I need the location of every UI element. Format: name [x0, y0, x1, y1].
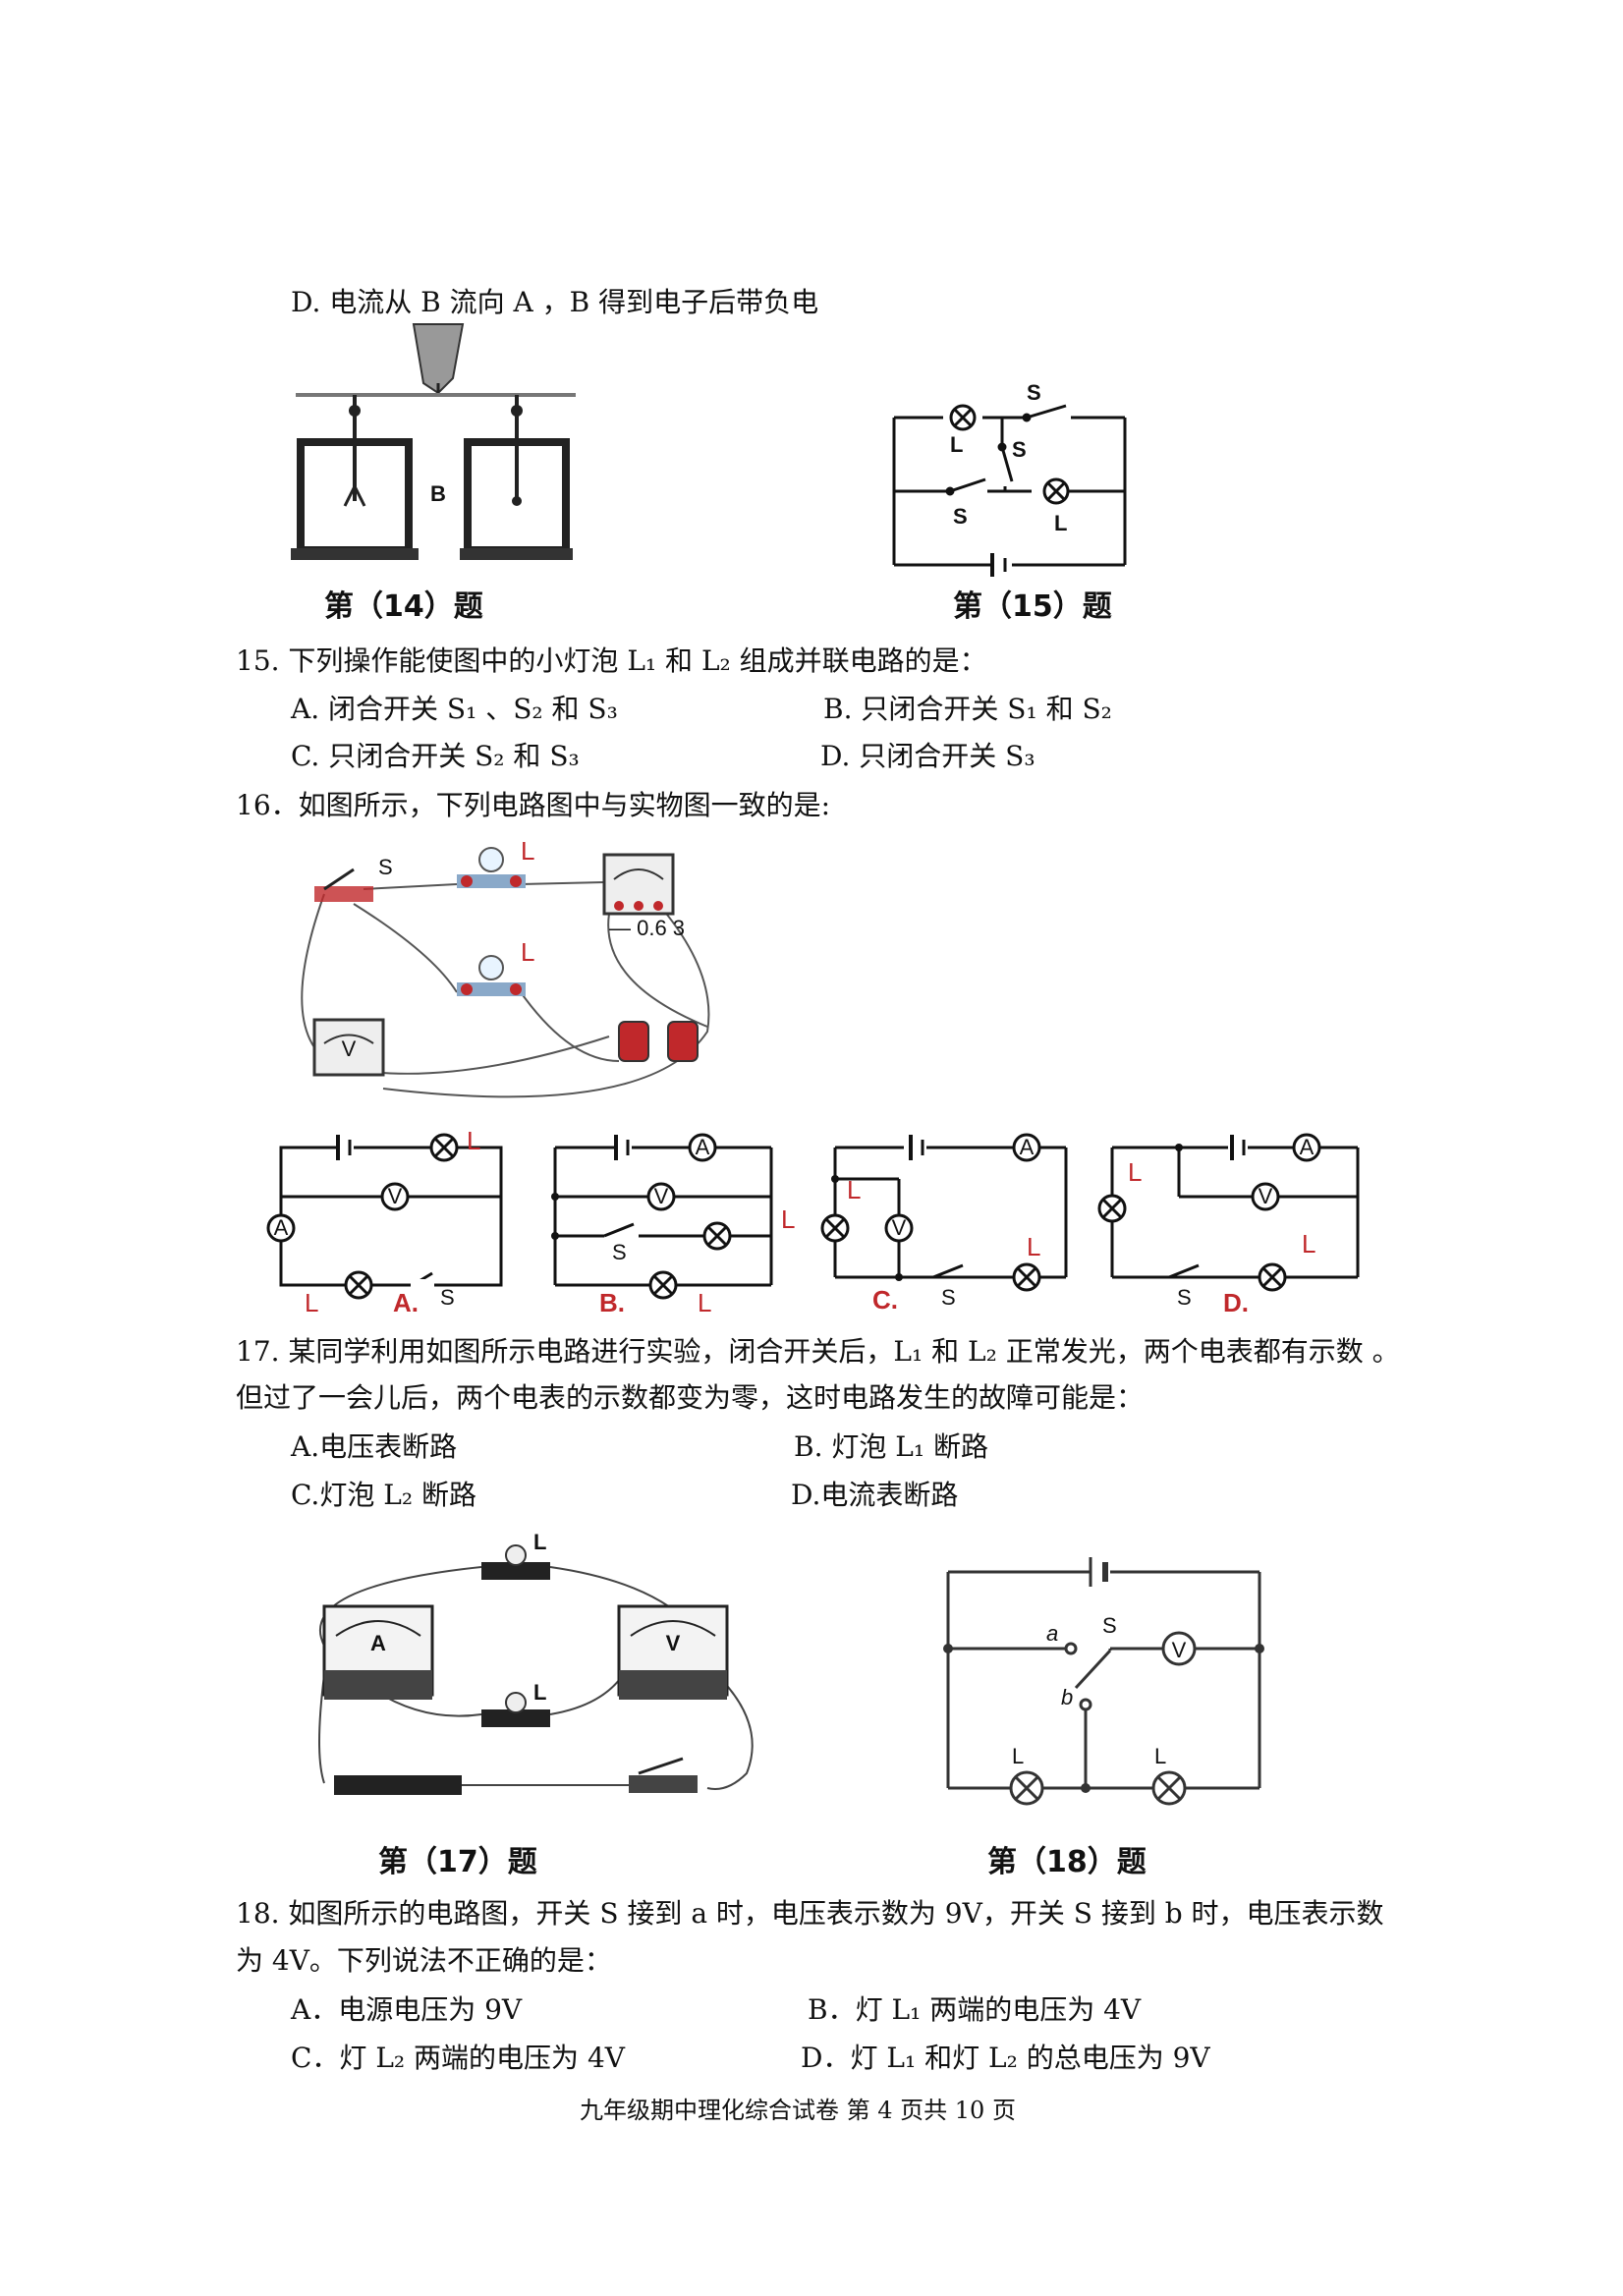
q18-stem-line1: 18. 如图所示的电路图，开关 S 接到 a 时，电压表示数为 9V，开关 S …: [236, 1897, 1384, 1930]
q17-photo-label-l1: L: [533, 1530, 546, 1554]
q15-option-c: C. 只闭合开关 S₂ 和 S₃: [291, 740, 580, 772]
q16-b-switch-label: S: [612, 1240, 627, 1264]
q16-a-ammeter-label: A: [274, 1215, 289, 1240]
q18-circuit-figure: a b S V L L: [943, 1557, 1264, 1806]
q16-a-option-label: A.: [393, 1288, 419, 1317]
q16-a-switch-label: S: [440, 1285, 455, 1310]
q16-a-l1-label: L: [305, 1288, 318, 1317]
q16-c-ammeter-label: A: [1020, 1135, 1035, 1159]
q15-label-s3: S: [1012, 437, 1027, 462]
q16-photo-label-l2: L: [521, 937, 534, 967]
q16-d-switch-label: S: [1177, 1285, 1192, 1310]
q18-label-s: S: [1102, 1613, 1117, 1638]
q16-b-voltmeter-label: V: [654, 1184, 669, 1208]
q14-electroscope-figure: B: [291, 323, 576, 560]
q14-option-d: D. 电流从 B 流向 A ，B 得到电子后带负电: [291, 286, 819, 318]
q16-c-switch-label: S: [941, 1285, 956, 1310]
q16-d-voltmeter-label: V: [1259, 1184, 1273, 1208]
q16-photo-label-s: S: [378, 855, 393, 879]
q14-label-b: B: [430, 481, 446, 506]
q15-caption: 第（15）题: [953, 589, 1112, 624]
q16-c-l2-label: L: [847, 1175, 861, 1204]
q16-d-option-label: D.: [1223, 1288, 1249, 1317]
q16-photo-label-v: V: [342, 1036, 357, 1061]
q17-photo-label-l2: L: [533, 1680, 546, 1705]
q15-label-l1: L: [950, 432, 963, 457]
q18-caption: 第（18）题: [987, 1845, 1147, 1879]
q16-a-l2-label: L: [467, 1126, 480, 1155]
q16-c-voltmeter-label: V: [892, 1215, 907, 1240]
q18-label-a: a: [1046, 1621, 1058, 1646]
q16-diagram-d: A V L L D. S: [1097, 1133, 1360, 1317]
q16-stem: 16．如图所示，下列电路图中与实物图一致的是:: [236, 789, 831, 821]
q18-option-a: A．电源电压为 9V: [291, 1993, 523, 2026]
q16-b-l1-label: L: [781, 1204, 795, 1234]
q15-label-s1: S: [953, 504, 968, 529]
q17-stem-line2: 但过了一会儿后，两个电表的示数都变为零，这时电路发生的故障可能是：: [236, 1381, 1145, 1414]
q16-photo-label-l1: L: [521, 836, 534, 866]
q16-diagram-a: A V L L A. S: [266, 1126, 503, 1317]
q18-option-d: D．灯 L₁ 和灯 L₂ 的总电压为 9V: [801, 2042, 1210, 2074]
q17-physical-circuit: L A V L: [318, 1530, 754, 1795]
q18-option-c: C．灯 L₂ 两端的电压为 4V: [291, 2042, 625, 2074]
q15-label-l2: L: [1054, 511, 1067, 535]
q16-d-ammeter-label: A: [1300, 1135, 1315, 1159]
q16-b-l2-label: L: [698, 1288, 711, 1317]
q18-label-v: V: [1172, 1638, 1187, 1662]
q18-label-l2: L: [1154, 1744, 1166, 1768]
q16-b-option-label: B.: [599, 1288, 625, 1317]
q15-label-s2: S: [1027, 380, 1041, 405]
q18-option-b: B．灯 L₁ 两端的电压为 4V: [808, 1993, 1142, 2026]
q17-stem-line1: 17. 某同学利用如图所示电路进行实验，闭合开关后，L₁ 和 L₂ 正常发光，两…: [236, 1335, 1400, 1368]
q18-label-l1: L: [1012, 1744, 1024, 1768]
q16-c-l1-label: L: [1027, 1232, 1040, 1261]
q17-option-b: B. 灯泡 L₁ 断路: [794, 1430, 988, 1463]
q16-d-l1-label: L: [1302, 1229, 1315, 1259]
q15-option-b: B. 只闭合开关 S₁ 和 S₂: [823, 693, 1112, 725]
q15-option-d: D. 只闭合开关 S₃: [820, 740, 1035, 772]
q16-c-option-label: C.: [872, 1285, 898, 1315]
q17-caption: 第（17）题: [378, 1845, 537, 1879]
q16-b-ammeter-label: A: [696, 1135, 710, 1159]
q17-option-c: C.灯泡 L₂ 断路: [291, 1479, 476, 1511]
q16-d-l2-label: L: [1128, 1157, 1142, 1187]
q15-circuit-figure: S S S L L: [892, 380, 1127, 577]
q16-a-voltmeter-label: V: [388, 1184, 403, 1208]
q18-stem-line2: 为 4V。下列说法不正确的是：: [236, 1944, 612, 1977]
q16-photo-label-scale: — 0.6 3: [609, 916, 685, 940]
q17-photo-label-a: A: [370, 1631, 386, 1655]
page-footer: 九年级期中理化综合试卷 第 4 页共 10 页: [580, 2097, 1016, 2124]
q18-label-b: b: [1061, 1685, 1073, 1709]
q17-option-a: A.电压表断路: [291, 1430, 458, 1463]
q17-option-d: D.电流表断路: [791, 1479, 959, 1511]
q16-physical-circuit: S L — 0.6 3 L V: [301, 836, 710, 1098]
q16-diagram-c: A V L L C. S: [820, 1133, 1068, 1315]
q17-photo-label-v: V: [666, 1631, 681, 1655]
q15-stem: 15. 下列操作能使图中的小灯泡 L₁ 和 L₂ 组成并联电路的是：: [236, 644, 987, 677]
q16-diagram-b: A V L L B. S: [551, 1133, 795, 1317]
q15-option-a: A. 闭合开关 S₁ 、S₂ 和 S₃: [291, 693, 618, 725]
q14-caption: 第（14）题: [324, 589, 483, 624]
